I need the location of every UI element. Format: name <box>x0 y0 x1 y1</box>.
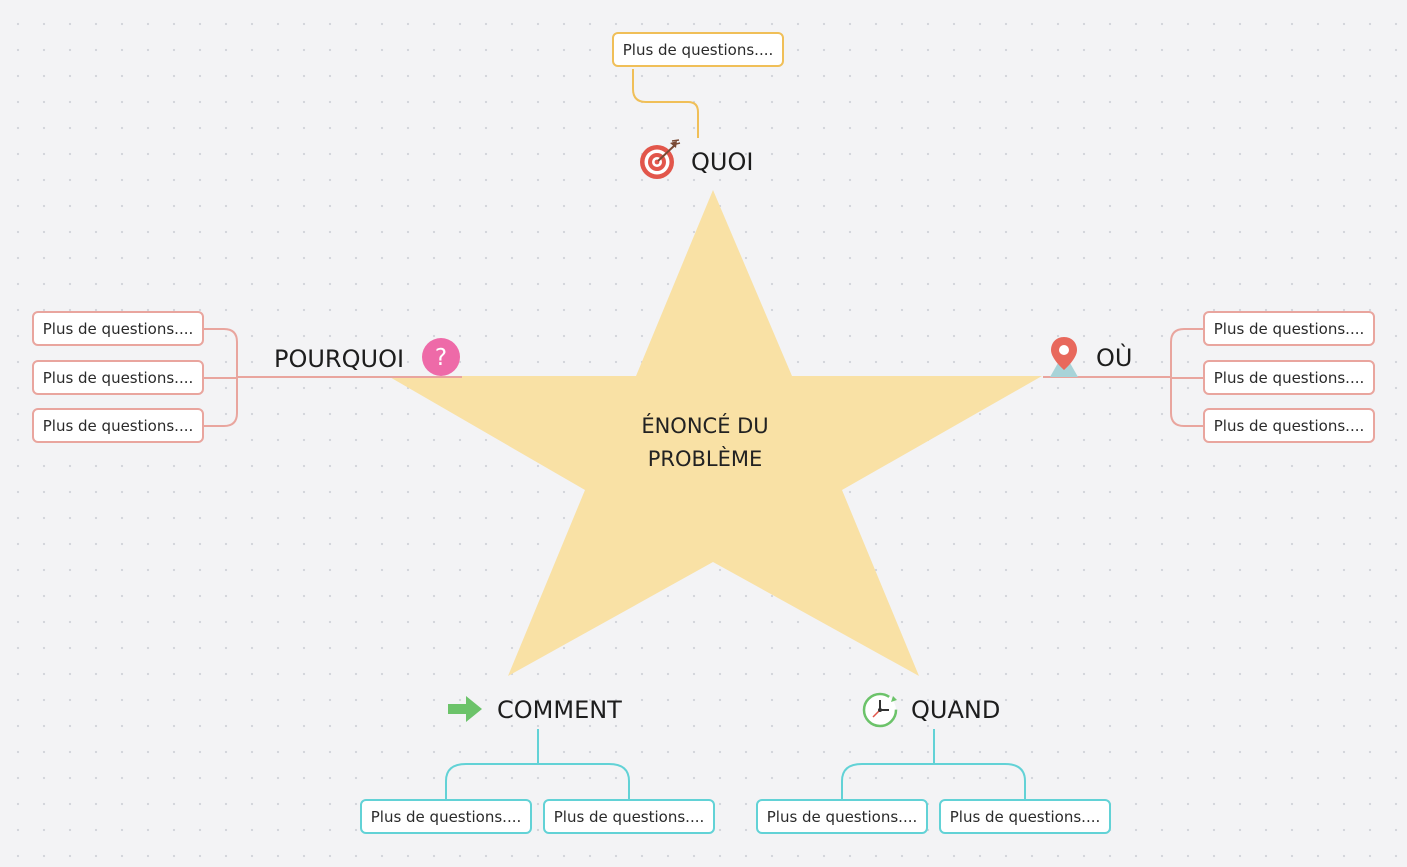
location-pin-icon <box>1050 337 1078 377</box>
central-node-line-1: ÉNONCÉ DU <box>641 414 769 438</box>
subtopic-pourquoi-1[interactable]: Plus de questions.... <box>32 311 204 346</box>
connector-quand <box>841 729 1026 799</box>
subtopic-quand-2[interactable]: Plus de questions.... <box>939 799 1111 834</box>
svg-text:?: ? <box>435 345 447 371</box>
problem-star-shape[interactable] <box>388 190 1042 676</box>
subtopic-ou-1[interactable]: Plus de questions.... <box>1203 311 1375 346</box>
topic-pourquoi[interactable]: POURQUOI <box>274 345 405 373</box>
clock-icon <box>862 692 898 728</box>
question-circle-icon: ? <box>422 338 460 376</box>
central-node-line-2: PROBLÈME <box>647 447 763 471</box>
subtopic-comment-2[interactable]: Plus de questions.... <box>543 799 715 834</box>
topic-ou[interactable]: OÙ <box>1096 344 1133 372</box>
topic-comment[interactable]: COMMENT <box>497 696 622 724</box>
topic-quoi[interactable]: QUOI <box>691 148 754 176</box>
subtopic-ou-3[interactable]: Plus de questions.... <box>1203 408 1375 443</box>
connector-pourquoi-bracket <box>204 328 238 427</box>
subtopic-comment-1[interactable]: Plus de questions.... <box>360 799 532 834</box>
subtopic-quoi-1[interactable]: Plus de questions.... <box>612 32 784 67</box>
connector-quoi <box>632 69 699 138</box>
target-arrow-icon <box>640 139 681 179</box>
green-arrow-icon <box>448 696 482 722</box>
subtopic-pourquoi-3[interactable]: Plus de questions.... <box>32 408 204 443</box>
connector-ou-bracket <box>1170 328 1203 427</box>
subtopic-quand-1[interactable]: Plus de questions.... <box>756 799 928 834</box>
subtopic-ou-2[interactable]: Plus de questions.... <box>1203 360 1375 395</box>
topic-quand[interactable]: QUAND <box>911 696 1001 724</box>
connector-comment <box>445 729 630 799</box>
central-node-title[interactable]: ÉNONCÉ DU PROBLÈME <box>605 410 805 476</box>
subtopic-pourquoi-2[interactable]: Plus de questions.... <box>32 360 204 395</box>
